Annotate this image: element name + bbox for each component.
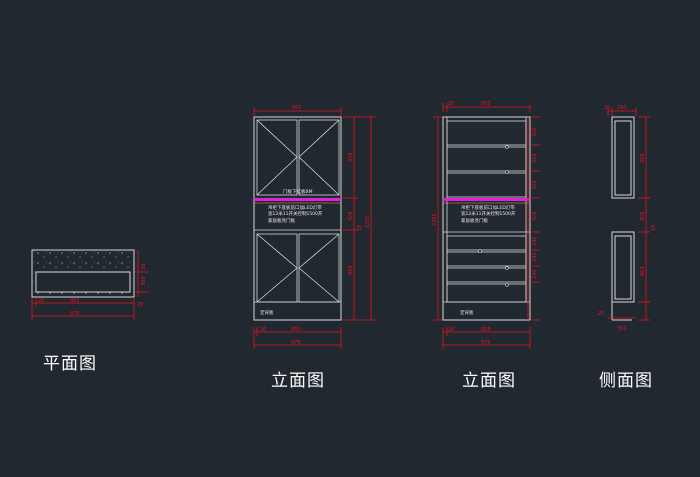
elevation-open-label-base: 定背板 xyxy=(460,309,474,316)
elevation-closed-frame xyxy=(253,116,342,321)
side-dim-top-2: 330 xyxy=(617,105,627,111)
elevation-closed-note-3: 家居板亮门板 xyxy=(268,217,295,224)
plan-dim-total: 975 xyxy=(70,311,80,317)
elevation-closed-dim-small: 18 xyxy=(357,225,363,231)
elevation-open-dim-right-4: 240 xyxy=(532,236,538,246)
side-dim-right-3: 863 xyxy=(640,266,646,276)
elevation-closed-title: 立面图 xyxy=(271,371,325,391)
elevation-open-led-strip xyxy=(443,198,530,201)
elevation-closed-dim-right-upper: 958 xyxy=(348,152,354,162)
side-dim-small: 18 xyxy=(651,225,657,231)
elevation-closed-view: 门板下挂板BM 吊柜下底板前口加LED灯带 宽12米11开关控制1500开 家居… xyxy=(253,105,376,349)
side-dim-bottom-1: 20 xyxy=(598,311,604,317)
elevation-open-note-2: 宽12米11开关控制1500开 xyxy=(461,210,516,217)
plan-dim-right-1: 20 xyxy=(141,264,147,270)
elevation-open-view: 吊柜下底板前口加LED灯带 宽12米11开关控制1500开 家居板亮门板 定背板 xyxy=(432,101,540,349)
elevation-open-dim-top-1: 20 xyxy=(448,101,454,107)
elevation-open-title: 立面图 xyxy=(462,371,516,391)
elevation-closed-label-top: 门板下挂板BM xyxy=(283,188,313,195)
elevation-closed-dim-top: 955 xyxy=(292,105,302,111)
plan-dim-right-2: 300 xyxy=(141,276,147,286)
side-dim-right-2: 425 xyxy=(640,211,646,221)
elevation-closed-led-strip xyxy=(254,198,341,201)
elevation-closed-dim-right-lower: 863 xyxy=(348,265,354,275)
side-view-title: 侧面图 xyxy=(599,371,653,391)
plan-view-title: 平面图 xyxy=(43,354,97,374)
elevation-open-dim-right-3: 320 xyxy=(532,180,538,190)
plan-cabinet-body xyxy=(35,271,131,293)
elevation-open-dim-bottom-total: 975 xyxy=(481,340,491,346)
plan-dim-bottom-1: 20 xyxy=(38,298,44,304)
elevation-open-frame xyxy=(442,116,531,321)
elevation-open-dim-right-1: 320 xyxy=(532,127,538,137)
side-lower-cabinet xyxy=(611,231,635,303)
elevation-open-dim-bottom-1: 20 xyxy=(448,327,454,333)
elevation-open-dim-right-mid: 425 xyxy=(532,211,538,221)
elevation-open-dim-bottom-2: 955 xyxy=(481,327,491,333)
elevation-open-note-3: 家居板亮门板 xyxy=(461,217,488,224)
elevation-closed-note-2: 宽12米11开关控制1500开 xyxy=(268,210,323,217)
plan-view: 20 955 975 20 300 20 xyxy=(31,249,148,320)
plan-dim-right-3: 20 xyxy=(137,302,143,308)
plan-dim-bottom-2: 955 xyxy=(70,298,80,304)
side-view: 20 330 958 425 18 863 20 350 xyxy=(598,105,657,332)
elevation-open-dim-right-2: 320 xyxy=(532,153,538,163)
side-dim-top-1: 20 xyxy=(604,105,610,111)
elevation-open-note-1: 吊柜下底板前口加LED灯带 xyxy=(461,204,515,211)
elevation-closed-dim-total-height: 2255 xyxy=(365,215,371,228)
elevation-closed-note-1: 吊柜下底板前口加LED灯带 xyxy=(268,204,322,211)
elevation-closed-dim-bottom-1: 20 xyxy=(260,327,266,333)
side-dim-bottom-2: 350 xyxy=(617,326,627,332)
elevation-closed-dim-bottom-total: 975 xyxy=(291,340,301,346)
elevation-open-dim-top-2: 955 xyxy=(481,101,491,107)
elevation-closed-dim-bottom-2: 955 xyxy=(291,327,301,333)
side-dim-right-1: 958 xyxy=(640,153,646,163)
elevation-open-dim-left-total: 2255 xyxy=(432,213,438,226)
side-upper-cabinet xyxy=(611,116,635,199)
elevation-closed-label-base: 定背板 xyxy=(260,309,274,316)
elevation-open-dim-right-6: 240 xyxy=(532,269,538,279)
elevation-open-dim-right-5: 240 xyxy=(532,252,538,262)
elevation-closed-dim-right-mid: 425 xyxy=(348,211,354,221)
